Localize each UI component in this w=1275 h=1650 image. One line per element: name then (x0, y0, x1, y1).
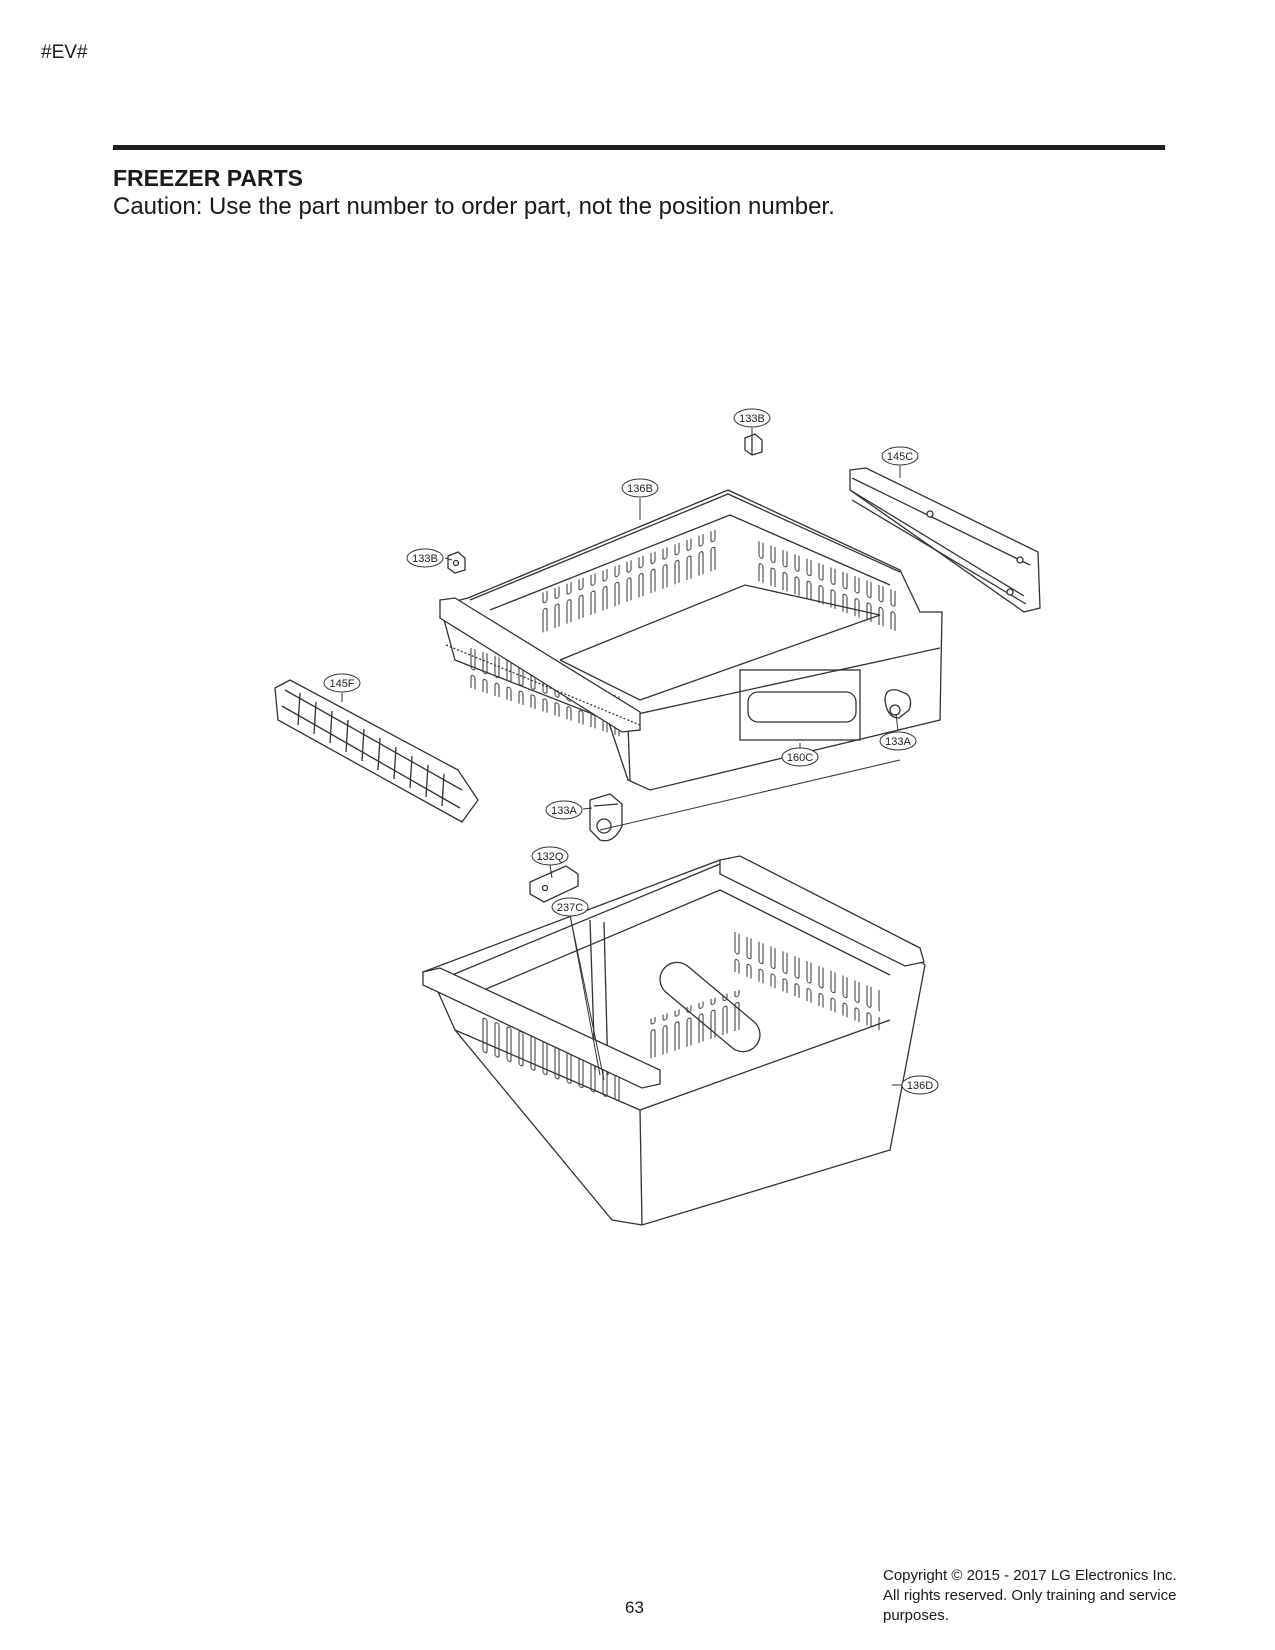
callout-145f: 145F (323, 673, 361, 693)
clip-133b-left-drawing (447, 551, 466, 574)
svg-text:160C: 160C (787, 752, 813, 764)
page-number: 63 (625, 1598, 644, 1617)
callout-133a-left: 133A (545, 800, 583, 820)
svg-text:145C: 145C (887, 451, 913, 463)
callout-160c: 160C (781, 747, 819, 767)
svg-text:133B: 133B (412, 553, 438, 565)
copyright-line-1: Copyright © 2015 - 2017 LG Electronics I… (883, 1567, 1177, 1584)
copyright-line-2: All rights reserved. Only training and s… (883, 1587, 1177, 1604)
section-title: FREEZER PARTS (113, 165, 303, 191)
roller-133a-left-drawing (589, 793, 623, 842)
svg-text:145F: 145F (329, 678, 354, 690)
header-rule (113, 145, 1165, 150)
roller-133a-right-drawing (884, 689, 912, 719)
svg-text:133B: 133B (739, 413, 765, 425)
callout-133a-right: 133A (879, 731, 917, 751)
svg-text:136D: 136D (907, 1080, 933, 1092)
callout-133b-left: 133B (406, 548, 444, 568)
callout-136b: 136B (621, 478, 659, 498)
clip-133b-top-drawing (744, 433, 763, 456)
callout-145c: 145C (881, 446, 919, 466)
rail-145f-drawing (274, 679, 479, 823)
copyright-line-3: purposes. (883, 1607, 949, 1624)
copyright-notice: Copyright © 2015 - 2017 LG Electronics I… (883, 1566, 1223, 1626)
svg-text:133A: 133A (551, 805, 577, 817)
callout-133b-top: 133B (733, 408, 771, 428)
callout-237c: 237C (551, 897, 589, 917)
svg-text:237C: 237C (557, 902, 583, 914)
svg-text:136B: 136B (627, 483, 653, 495)
rail-145c-drawing (849, 467, 1041, 613)
callout-132q: 132Q (531, 846, 569, 866)
svg-text:133A: 133A (885, 736, 911, 748)
caution-note: Caution: Use the part number to order pa… (113, 193, 835, 220)
drawer-136b-drawing (439, 489, 943, 791)
callout-136d: 136D (901, 1075, 939, 1095)
part-132q-drawing (529, 865, 579, 903)
document-code: #EV# (41, 42, 88, 63)
leader-lines (341, 428, 905, 1086)
svg-text:132Q: 132Q (537, 851, 564, 863)
basket-136d-drawing (421, 855, 926, 1226)
